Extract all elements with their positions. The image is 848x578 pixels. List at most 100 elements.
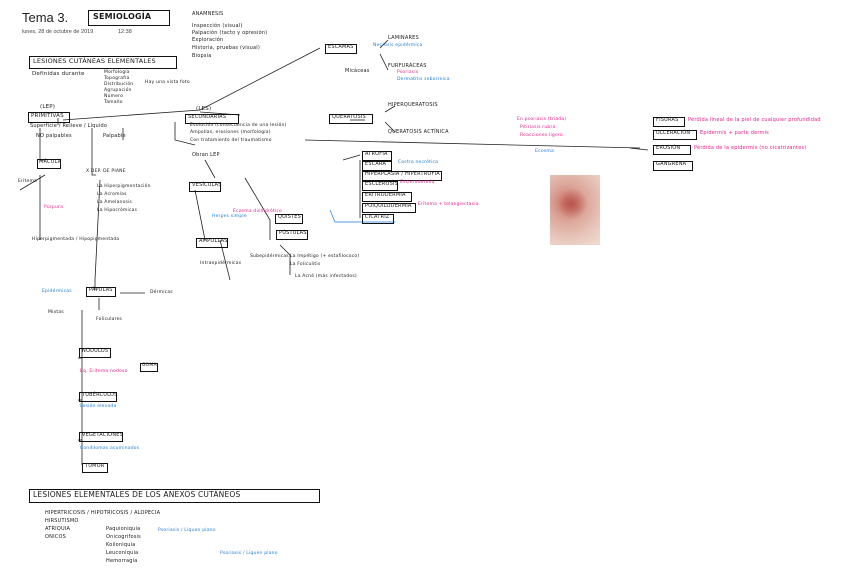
vesiculas-box [189, 182, 221, 192]
queratosis-box [329, 114, 373, 124]
tuberculos-label: TUBÉRCULOS [82, 392, 118, 398]
macula-item: Hiperpigmentada / Hipopigmentada [32, 237, 120, 242]
fisura-desc: Pérdida de la epidermis (no cicatrizante… [694, 145, 807, 151]
obran-lep: Obran LEP [192, 152, 220, 158]
note-text: Eq. Eritema nodoso [80, 369, 128, 374]
form-item: Topografía [104, 76, 130, 81]
note-text: Eczema dishidrótico [233, 209, 282, 214]
anexo-item: Paquioniquia [106, 526, 141, 532]
pustulas-label: PÚSTULAS [279, 230, 307, 236]
vesiculas-label: VESÍCULAS [192, 182, 222, 188]
anexo-item: Leuconiquia [106, 550, 139, 556]
forms-note: Hay una vista foto [145, 80, 190, 85]
escara-box [362, 161, 392, 171]
secundarias-label: SECUNDARIAS [188, 114, 227, 120]
papulas-label: PÁPULAS [89, 287, 113, 293]
note-text: La Impétigo (+ estafilococo) [290, 254, 360, 259]
exam-item: ANAMNESIS [192, 11, 224, 17]
anexo-item: Onicogrifosis [106, 534, 141, 540]
note-text: Eccema [535, 149, 554, 154]
subject-title: SEMIOLOGÍA [93, 12, 152, 21]
esclerosis-box [362, 181, 398, 191]
lep-tag: (LEP) [40, 104, 56, 110]
fisura-label: EROSIÓN [656, 145, 681, 151]
note-text: Pitiriasis rubra [520, 125, 556, 130]
fisura-desc: Pérdida lineal de la piel de cualquier p… [688, 117, 821, 123]
note-text: Lesión elevada [80, 404, 117, 409]
note-text: La Acné (más infectados) [295, 274, 357, 279]
note-text: Reacciones ligero [520, 133, 563, 138]
note-text: Psoriasis [397, 70, 419, 75]
macula-item: Eritema [18, 179, 38, 184]
hiperplasia-box [362, 171, 442, 181]
exam-item: Historia, pruebas (visual) [192, 45, 261, 51]
lesiones-title-box [29, 56, 177, 69]
ampollas-box [196, 238, 228, 248]
note-text: Psoriasis / Liquen plano [220, 551, 278, 556]
anexos-title-box [29, 489, 320, 503]
escamas-box [325, 44, 357, 54]
vegetaciones-label: VEGETACIONES [82, 432, 123, 438]
note-text: Esclerodermia [400, 180, 435, 185]
exam-item: Biopsia [192, 53, 212, 59]
escamas-label: ESCAMAS [328, 44, 354, 50]
note-text: Necrosis epidérmica [373, 43, 423, 48]
note-text: Subepidérmicas [250, 254, 289, 259]
fisura-label: ULCERACIÓN [656, 130, 691, 136]
erosion-box [653, 145, 691, 155]
furfuraceas-label: FURFURÁCEAS [388, 63, 427, 69]
note-text: La Hiperpigmentación [97, 184, 151, 189]
fisura-label: GANGRENA [656, 161, 687, 167]
anexo-item: HIRSUTISMO [45, 518, 79, 524]
papula-item: Mixtas [48, 310, 64, 315]
goma-label: GOMA [142, 363, 157, 368]
exam-item: Inspección (visual) [192, 23, 243, 29]
secundarias-line: Con tratamiento del traumatismo [190, 138, 272, 143]
page-title: Tema 3. [22, 10, 69, 25]
papula-item: Epidérmicas [42, 289, 72, 294]
macula-box [37, 159, 61, 169]
anexo-item: Koiloniquia [106, 542, 136, 548]
note-text: Costra necrótica [398, 160, 439, 165]
quistes-box [275, 214, 303, 224]
note-text: Dermatitis seborreica [397, 77, 450, 82]
primarias-label: PRIMITIVAS [31, 113, 64, 119]
page-time: 12:38 [118, 29, 132, 35]
exam-item: Exploración [192, 37, 224, 43]
tumor-box [82, 463, 108, 473]
goma-box [140, 363, 158, 372]
anexos-title: LESIONES ELEMENTALES DE LOS ANEXOS CUTÁN… [33, 490, 241, 499]
hiperqueratosis-label: HIPERQUERATOSIS [388, 102, 438, 108]
form-item: Número [104, 94, 124, 99]
note-text: La Amelanosis [97, 200, 133, 205]
lesiones-subtitle: Definidas durante [32, 71, 85, 77]
cicatriz-box [362, 214, 394, 224]
note-text: Herpes simple [212, 214, 247, 219]
right-list-item: POIQUILODERMIA [365, 203, 412, 209]
right-list-item: ESCLEROSIS [365, 181, 399, 187]
papula-item: Dérmicas [150, 290, 173, 295]
right-list-item: HIPERPLASIA / HIPERTROFIA [365, 171, 440, 177]
right-list-item: ESCARA [365, 161, 387, 167]
papulas-box [86, 287, 116, 297]
note-text: Eritema + telangiectasia [418, 202, 479, 207]
gangrena-box [653, 161, 693, 171]
secundarias-line: Ampollas, erosiones (morfología) [190, 130, 271, 135]
anexo-item: HIPERTRICOSIS / HIPOTRICOSIS / ALOPECIA [45, 510, 161, 516]
exam-item: Palpación (tacto y opresión) [192, 30, 268, 36]
subject-box [88, 10, 170, 26]
lesiones-title: LESIONES CUTÁNEAS ELEMENTALES [33, 57, 156, 65]
micaceas-label: Micáceas [345, 68, 370, 74]
note-text: X DEP. DE PIANE [86, 169, 126, 174]
secundarias-line: Evolución (consecuencia de una lesión) [190, 123, 287, 128]
form-item: Tamaño [104, 100, 123, 105]
secundarias-box [185, 114, 239, 124]
macula-label: MÁCULA [39, 159, 62, 165]
primarias-box [28, 112, 70, 123]
ulceracion-box [653, 130, 697, 140]
note-text: Intraepidérmicas [200, 261, 242, 266]
form-item: Distribución [104, 82, 134, 87]
fisura-desc: Epidermis + parte dermis [700, 130, 769, 136]
page-date: lunes, 28 de octubre de 2019 [22, 29, 94, 35]
note-text: Psoriasis / Liquen plano [158, 528, 216, 533]
